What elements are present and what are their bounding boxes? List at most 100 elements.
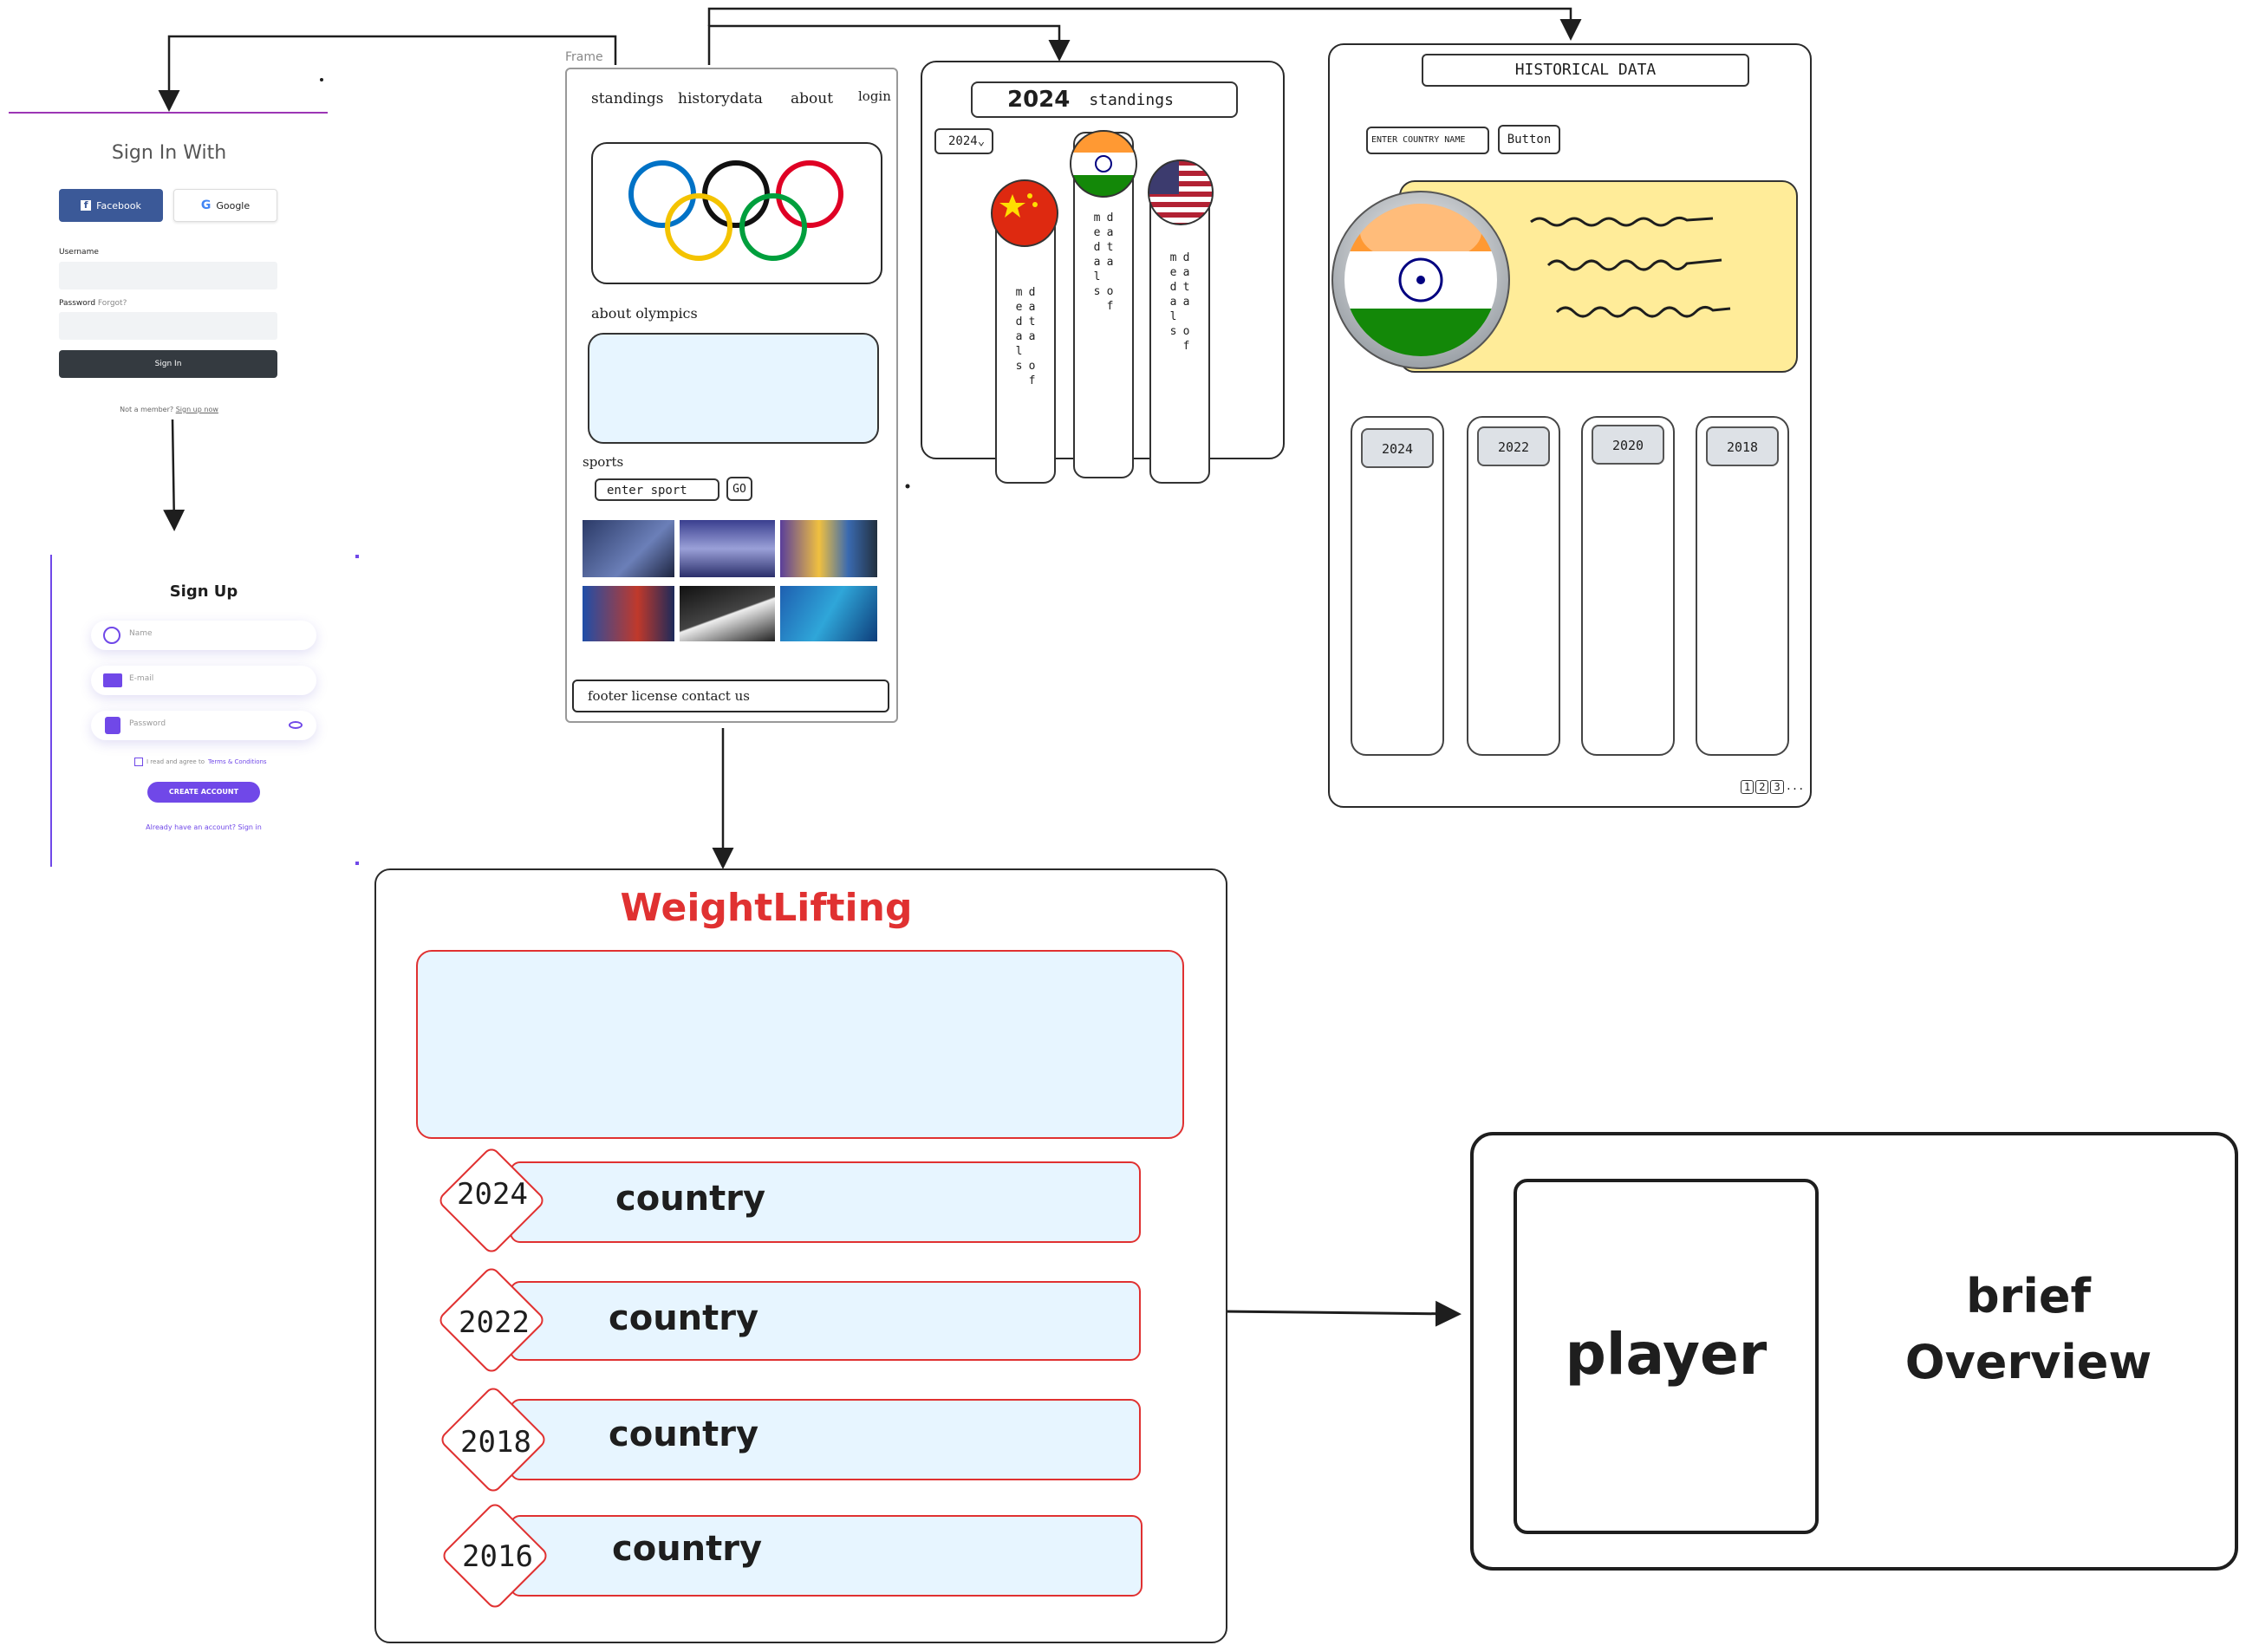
main-frame: standings historydata about login about …	[565, 68, 898, 723]
year-button-2018[interactable]: 2018	[1706, 426, 1779, 466]
footer-bar: footer license contact us	[572, 680, 889, 712]
historical-data-panel: HISTORICAL DATA ENTER COUNTRY NAME Butto…	[1328, 43, 1812, 808]
sport-thumbnail-athletics[interactable]	[680, 520, 775, 577]
year-select-value: 2024	[948, 134, 978, 148]
sign-up-title: Sign Up	[169, 582, 238, 601]
name-field[interactable]: Name	[91, 621, 316, 650]
year-button-2020[interactable]: 2020	[1592, 425, 1664, 465]
year-column-2018: 2018	[1696, 416, 1789, 756]
lock-icon	[105, 717, 120, 734]
result-row[interactable]: country	[510, 1399, 1141, 1480]
page-1[interactable]: 1	[1741, 780, 1754, 794]
pagination: 1 2 3 ...	[1741, 780, 1804, 794]
year-button-2024[interactable]: 2024	[1361, 428, 1434, 468]
country-search-button[interactable]: Button	[1498, 125, 1560, 154]
terms-text: I read and agree to	[146, 758, 205, 765]
nav-standings[interactable]: standings	[591, 90, 664, 107]
name-placeholder: Name	[129, 629, 153, 638]
row-year: 2016	[462, 1539, 533, 1574]
password-field[interactable]	[59, 312, 277, 340]
sport-search-input[interactable]: enter sport	[595, 478, 719, 501]
username-field[interactable]	[59, 262, 277, 289]
page-2[interactable]: 2	[1755, 780, 1769, 794]
weightlifting-panel: WeightLifting country 2024 country 2022 …	[374, 868, 1227, 1643]
go-button[interactable]: GO	[726, 477, 752, 501]
password-placeholder: Password	[129, 719, 166, 728]
result-row[interactable]: country	[510, 1515, 1143, 1597]
google-button[interactable]: G Google	[173, 189, 277, 222]
corner-mark	[355, 555, 359, 558]
result-row[interactable]: country	[510, 1161, 1141, 1243]
terms-link[interactable]: Terms & Conditions	[208, 758, 267, 765]
page-3[interactable]: 3	[1770, 780, 1784, 794]
sport-thumbnail-basketball[interactable]	[780, 520, 877, 577]
olympic-rings-icon	[628, 160, 843, 261]
sport-thumbnail-gymnastics[interactable]	[583, 520, 674, 577]
about-content-box	[588, 333, 879, 444]
player-label: player	[1565, 1321, 1768, 1388]
standings-header: 2024 standings	[971, 81, 1238, 118]
corner-mark	[355, 862, 359, 865]
weightlifting-hero-box	[416, 950, 1184, 1139]
google-icon: G	[200, 198, 212, 212]
sport-thumbnail-fencing[interactable]	[680, 586, 775, 641]
create-account-button[interactable]: CREATE ACCOUNT	[147, 782, 260, 803]
frame-label: Frame	[565, 50, 603, 64]
country-label: country	[609, 1415, 759, 1454]
nav-historydata[interactable]: historydata	[678, 90, 763, 107]
weightlifting-title: WeightLifting	[620, 886, 913, 930]
standings-year-title: 2024	[1007, 87, 1071, 113]
country-search-input[interactable]: ENTER COUNTRY NAME	[1366, 127, 1489, 154]
username-label: Username	[59, 248, 99, 257]
brief-overview: brief Overview	[1881, 1264, 2176, 1395]
about-heading: about olympics	[591, 305, 698, 322]
google-label: Google	[216, 199, 251, 211]
year-button-2022[interactable]: 2022	[1477, 426, 1550, 466]
sport-thumbnail-boxing[interactable]	[583, 586, 674, 641]
olympic-banner	[591, 142, 882, 284]
year-column-2020: 2020	[1581, 416, 1675, 756]
page-more: ...	[1785, 780, 1805, 792]
member-text: Not a member? Sign up now	[120, 406, 218, 413]
player-image-box: player	[1514, 1179, 1819, 1534]
historical-title: HISTORICAL DATA	[1422, 54, 1749, 87]
china-flag-icon	[991, 179, 1058, 247]
brief-line-2: Overview	[1904, 1335, 2152, 1389]
mail-icon	[103, 673, 122, 687]
sign-up-link[interactable]: Sign up now	[175, 406, 218, 413]
eye-icon[interactable]	[289, 721, 303, 729]
sport-thumbnail-hockey[interactable]	[780, 586, 877, 641]
india-flag-icon	[1070, 130, 1137, 198]
standings-panel: 2024 standings 2024⌄ data of medals data…	[921, 61, 1285, 484]
nav-about[interactable]: about	[791, 90, 834, 107]
medal-data-text: data of medals	[1090, 211, 1116, 315]
nav-login[interactable]: login	[858, 88, 891, 104]
brief-line-1: brief	[1966, 1269, 2091, 1324]
chevron-down-icon: ⌄	[977, 134, 986, 148]
sign-in-title: Sign In With	[111, 142, 227, 164]
year-column-2022: 2022	[1467, 416, 1560, 756]
user-icon	[103, 627, 120, 644]
forgot-link[interactable]: Forgot?	[97, 299, 127, 308]
india-flag-icon	[1331, 191, 1510, 369]
row-year: 2024	[457, 1177, 528, 1212]
already-text: Already have an account? Sign in	[146, 823, 262, 831]
row-year: 2018	[460, 1425, 531, 1460]
result-row[interactable]: country	[510, 1281, 1141, 1361]
terms-checkbox[interactable]	[134, 758, 143, 766]
email-placeholder: E-mail	[129, 674, 154, 683]
row-year: 2022	[459, 1305, 530, 1340]
email-field[interactable]: E-mail	[91, 666, 316, 695]
sign-in-button[interactable]: Sign In	[59, 350, 277, 378]
facebook-label: Facebook	[96, 199, 141, 211]
medal-column-usa: data of medals	[1149, 180, 1210, 484]
player-card: player brief Overview	[1470, 1132, 2238, 1571]
password-field-signup[interactable]: Password	[91, 711, 316, 740]
facebook-icon: f	[81, 200, 92, 211]
medal-data-text: data of medals	[1012, 286, 1038, 389]
facebook-button[interactable]: f Facebook	[59, 189, 163, 222]
year-select[interactable]: 2024⌄	[934, 128, 993, 154]
sports-heading: sports	[583, 454, 624, 470]
medal-data-text: data of medals	[1167, 251, 1193, 354]
sign-in-link[interactable]: Sign in	[238, 823, 262, 831]
